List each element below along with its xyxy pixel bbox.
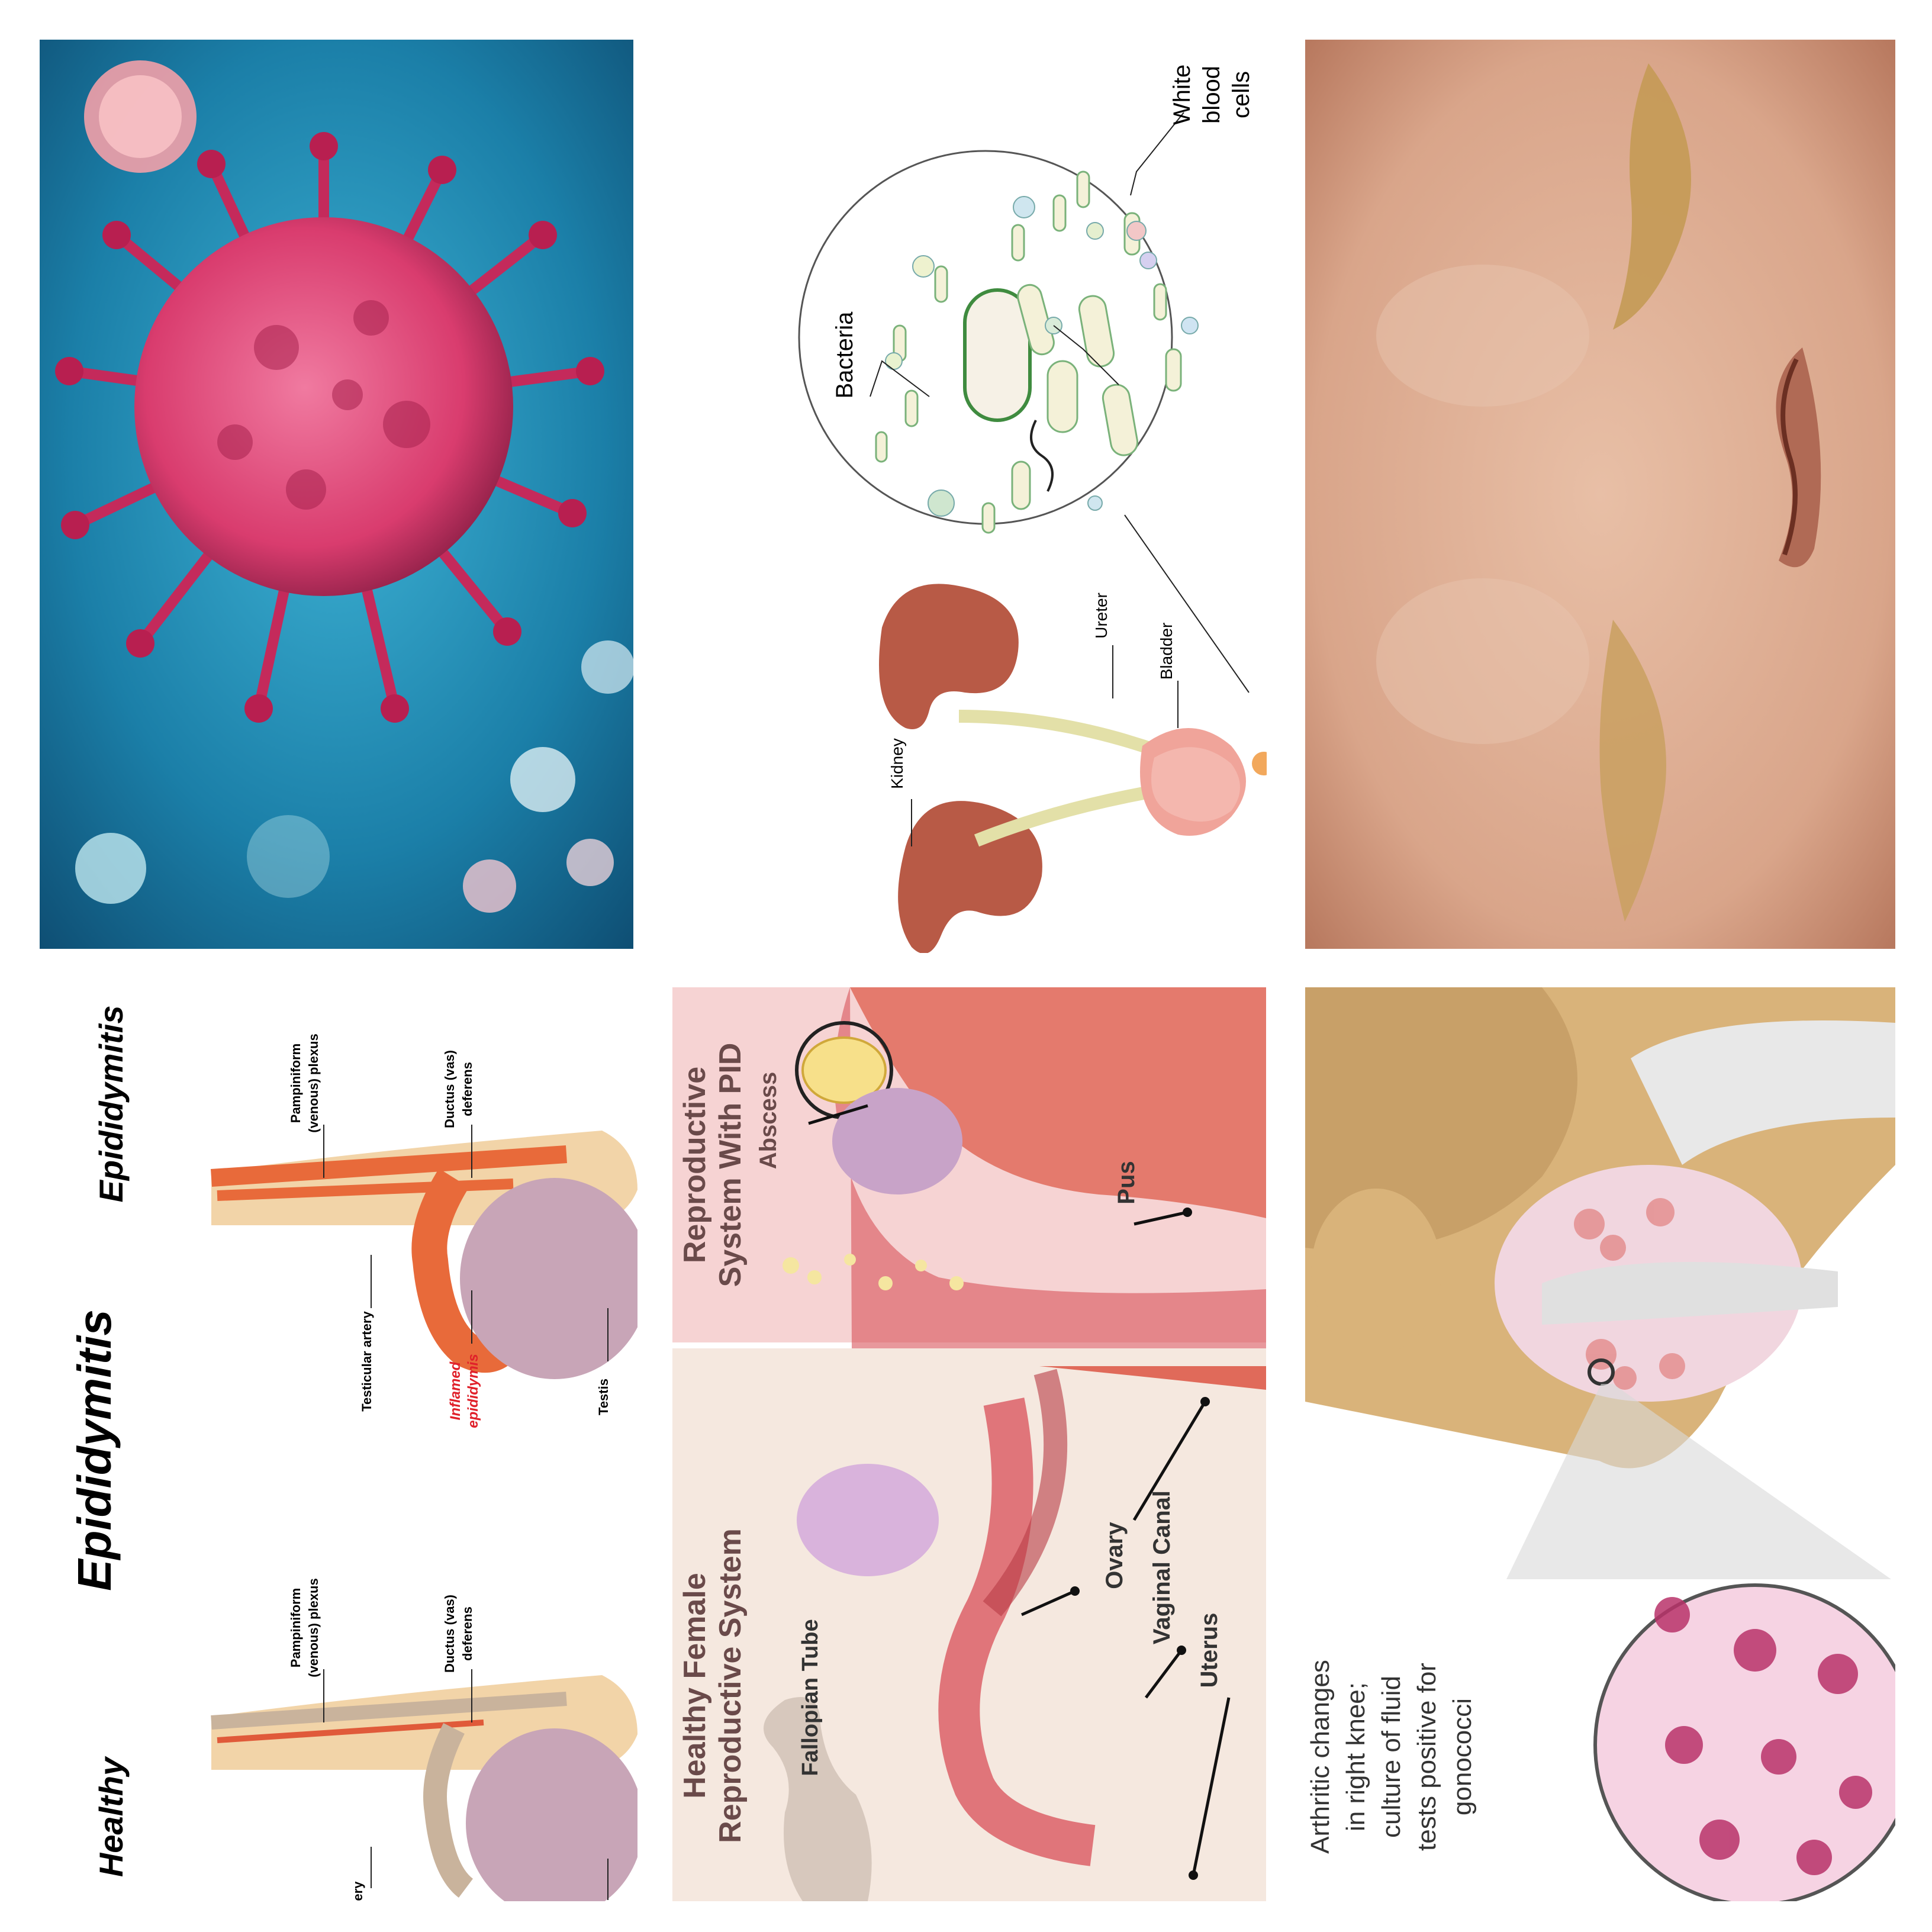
label-plexus-healthy-1: Pampiniform — [288, 1588, 303, 1667]
epididymitis-main-title: Epididymitis — [68, 1309, 121, 1591]
knee-caption-line-4: tests positive for — [1412, 1663, 1441, 1851]
label-white-blood-cells-1: White — [1169, 65, 1195, 125]
knee-caption-line-3: culture of fluid — [1377, 1676, 1406, 1838]
knee-caption-line-2: in right knee; — [1341, 1682, 1370, 1831]
label-ovary: Ovary — [1102, 1522, 1128, 1589]
skin-lesion-photo — [1305, 40, 1895, 949]
healthy-title-1: Healthy Female — [678, 1573, 712, 1799]
healthy-organs — [797, 1366, 1266, 1866]
pid-organs — [783, 987, 1266, 1348]
label-ductus-healthy-2: deferens — [460, 1606, 475, 1661]
uti-diagram-panel: Bacteria White blood cells Kidney Ureter… — [669, 18, 1267, 953]
pid-title-2: System With PID — [713, 1043, 748, 1287]
label-artery-healthy-partial: ery — [350, 1881, 365, 1901]
knee-caption-line-1: Arthritic changes — [1306, 1660, 1335, 1854]
label-abscess: Abscess — [755, 1072, 781, 1170]
uti-diagram: Bacteria White blood cells Kidney Ureter… — [798, 65, 1267, 953]
inflamed-testis-illustration — [211, 1131, 637, 1379]
heading-healthy: Healthy — [92, 1756, 130, 1877]
label-bacteria: Bacteria — [832, 311, 858, 398]
label-fallopian-tube: Fallopian Tube — [798, 1619, 823, 1776]
pid-title-1: Reproductive — [678, 1067, 712, 1263]
label-plexus-inflamed-1: Pampiniform — [288, 1044, 303, 1123]
label-inflamed-epididymis-2: epididymis — [465, 1354, 481, 1428]
label-testicular-artery: Testicular artery — [359, 1310, 374, 1411]
knee-panel: Arthritic changes in right knee; culture… — [1305, 987, 1895, 1901]
pid-panel: Reproductive System With PID Abscess Pus… — [672, 987, 1266, 1901]
label-inflamed-epididymis-1: Inflamed — [447, 1361, 463, 1420]
label-ductus-inflamed-2: deferens — [460, 1062, 475, 1116]
pid-diagram: Reproductive System With PID Abscess Pus… — [672, 987, 1266, 1901]
label-uterus: Uterus — [1196, 1613, 1222, 1688]
virus-illustration — [40, 40, 633, 949]
label-ductus-healthy-1: Ductus (vas) — [442, 1595, 457, 1673]
label-pus: Pus — [1113, 1161, 1139, 1204]
label-ureter: Ureter — [1092, 593, 1110, 639]
healthy-title-2: Reproductive System — [713, 1528, 748, 1843]
label-vaginal-canal: Vaginal Canal — [1149, 1490, 1175, 1644]
knee-illustration: Arthritic changes in right knee; culture… — [1305, 987, 1895, 1901]
label-bladder: Bladder — [1157, 623, 1176, 680]
label-ductus-inflamed-1: Ductus (vas) — [442, 1050, 457, 1128]
label-white-blood-cells-3: cells — [1228, 71, 1254, 118]
white-blood-cells — [885, 196, 1199, 517]
healthy-testis-illustration — [211, 1675, 637, 1901]
skin-photo-panel — [1305, 40, 1895, 949]
urinary-tract — [879, 584, 1267, 953]
virus-image-panel — [40, 40, 633, 949]
body-silhouette — [764, 1697, 872, 1901]
label-testis: Testis — [596, 1379, 611, 1415]
label-white-blood-cells-2: blood — [1199, 66, 1225, 124]
label-plexus-inflamed-2: (venous) plexus — [306, 1033, 321, 1132]
heading-epididymitis: Epididymitis — [92, 1006, 130, 1203]
label-kidney: Kidney — [888, 738, 906, 789]
epididymitis-diagram: Epididymitis Healthy Epididymitis — [68, 1006, 637, 1901]
epididymitis-panel: Epididymitis Healthy Epididymitis — [40, 977, 637, 1901]
label-plexus-healthy-2: (venous) plexus — [306, 1578, 321, 1677]
knee-caption-line-5: gonococci — [1448, 1698, 1477, 1815]
